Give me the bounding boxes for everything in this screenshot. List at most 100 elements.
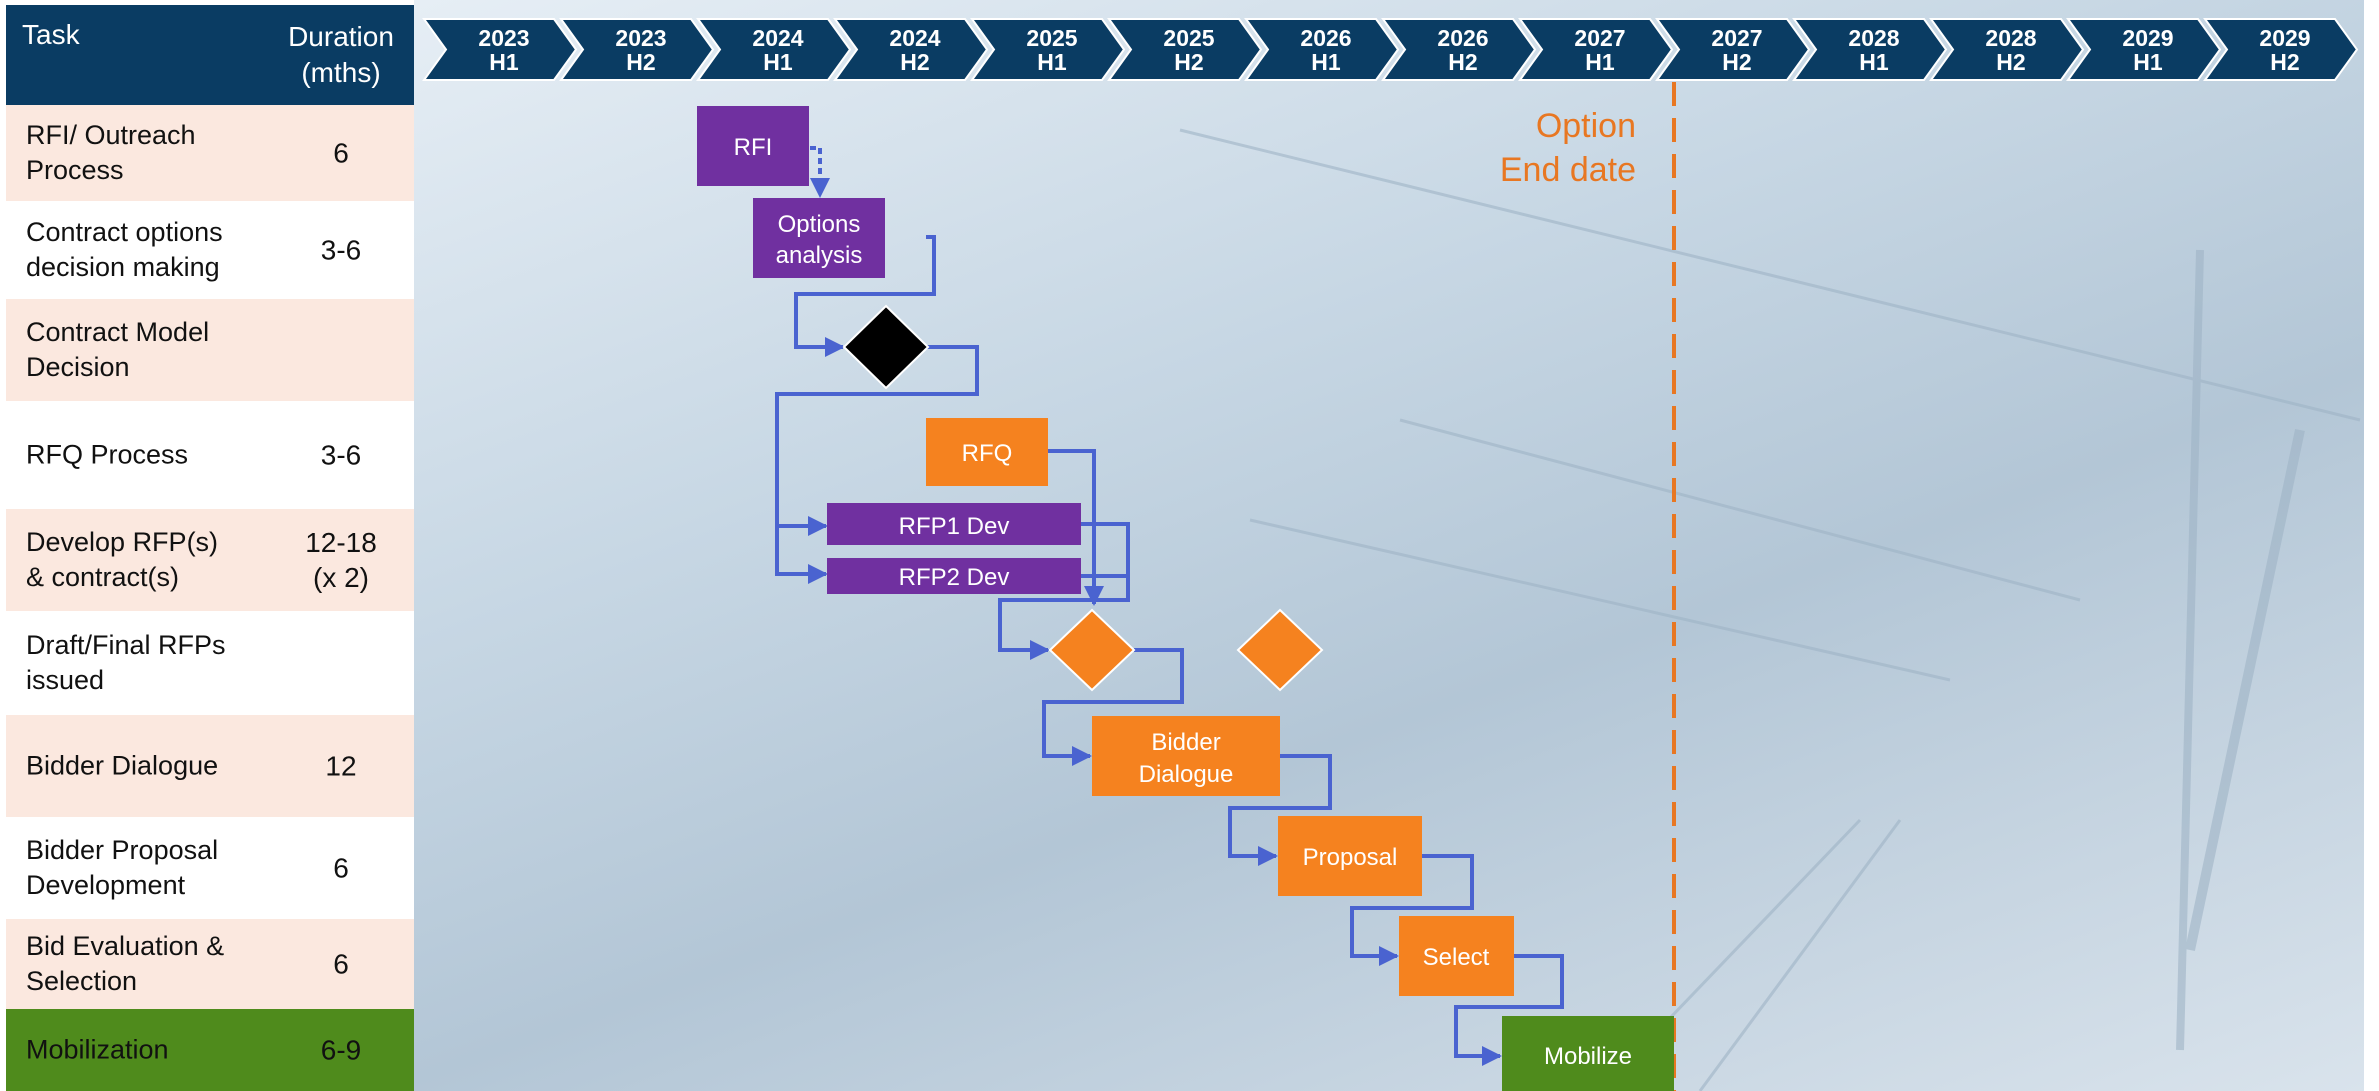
- timeline-chevron: [1518, 18, 1674, 81]
- option-end-label-line2: End date: [1500, 151, 1636, 189]
- timeline-year-label: 2024: [889, 25, 940, 51]
- timeline-chevron: [1107, 18, 1263, 81]
- rfp2-dev-box: RFP2 Dev: [827, 558, 1081, 594]
- table-header: Task Duration (mths): [6, 5, 414, 105]
- connector-rfq-rfp: [1048, 449, 1104, 606]
- timeline-half-label: H1: [1311, 49, 1341, 75]
- timeline-chevron: [1792, 18, 1948, 81]
- options-label-line2: analysis: [776, 242, 863, 269]
- duration-line: 6: [333, 948, 349, 980]
- task-line: Development: [26, 870, 186, 900]
- task-line: RFI/ Outreach: [26, 120, 196, 150]
- rfi-label: RFI: [734, 134, 773, 161]
- duration-value: 3-6: [276, 438, 406, 473]
- timeline-half-label: H2: [1448, 49, 1477, 75]
- timeline-half-label: H1: [2133, 49, 2163, 75]
- connectors: [775, 146, 1564, 1066]
- table-row: Bid Evaluation &Selection 6: [6, 919, 414, 1009]
- table-row: Develop RFP(s)& contract(s) 12-18(x 2): [6, 509, 414, 611]
- rfi-box: RFI: [697, 106, 809, 186]
- timeline-year-label: 2026: [1300, 25, 1351, 51]
- timeline-chevron: [2203, 18, 2359, 81]
- task-label: Bidder Dialogue: [26, 749, 266, 784]
- duration-line: (x 2): [313, 562, 369, 593]
- task-line: Bid Evaluation &: [26, 931, 225, 961]
- mobilize-label: Mobilize: [1544, 1043, 1632, 1070]
- connector-select-mobilize: [1454, 954, 1564, 1066]
- timeline-year-label: 2029: [2259, 25, 2310, 51]
- timeline-half-label: H1: [763, 49, 793, 75]
- task-line: Process: [26, 155, 124, 185]
- timeline-header: 2023H12023H22024H12024H22025H12025H22026…: [422, 18, 2359, 81]
- bidder-label-line1: Bidder: [1151, 729, 1220, 756]
- duration-line: 3-6: [320, 234, 362, 266]
- timeline-year-label: 2028: [1848, 25, 1899, 51]
- connector-options-decision: [794, 235, 936, 357]
- rfp1-dev-box: RFP1 Dev: [827, 503, 1081, 545]
- background-rail-lines: [1179, 128, 2361, 1091]
- task-line: & contract(s): [26, 562, 180, 592]
- milestone-diamond: [1236, 608, 1324, 692]
- options-label-line1: Options: [778, 211, 861, 238]
- duration-line: 6: [333, 852, 349, 884]
- task-label: Develop RFP(s)& contract(s): [26, 525, 266, 595]
- rfq-label: RFQ: [962, 440, 1013, 467]
- connector-rfi-options: [810, 146, 830, 198]
- task-label: Bid Evaluation &Selection: [26, 929, 266, 999]
- table-row: Mobilization 6-9: [6, 1009, 414, 1091]
- header-duration-line2: (mths): [301, 57, 381, 88]
- option-end-label-line1: Option: [1536, 107, 1636, 145]
- connector-bidder-proposal: [1228, 754, 1332, 866]
- timeline-half-label: H2: [1722, 49, 1751, 75]
- timeline-chevron: [422, 18, 578, 81]
- header-duration: Duration (mths): [276, 19, 406, 91]
- timeline-year-label: 2025: [1163, 25, 1214, 51]
- connector-issue-bidder: [1042, 648, 1184, 766]
- task-line: RFQ Process: [26, 439, 189, 470]
- contract-model-decision-diamond: [842, 304, 930, 390]
- duration-line: 6-9: [320, 1034, 362, 1066]
- duration-value: 6: [276, 136, 406, 171]
- connector-rfp1-issue: [998, 522, 1130, 660]
- duration-value: 12: [276, 749, 406, 784]
- timeline-chevron: [2066, 18, 2222, 81]
- timeline-half-label: H1: [1585, 49, 1615, 75]
- bidder-label-line2: Dialogue: [1139, 761, 1234, 788]
- timeline-half-label: H2: [900, 49, 929, 75]
- connector-proposal-select: [1350, 854, 1474, 966]
- duration-value: 6: [276, 851, 406, 886]
- select-label: Select: [1423, 944, 1490, 971]
- timeline-chevron: [1381, 18, 1537, 81]
- timeline-year-label: 2029: [2122, 25, 2173, 51]
- table-row: RFQ Process 3-6: [6, 401, 414, 509]
- task-line: Bidder Proposal: [26, 835, 219, 865]
- rfp2-label: RFP2 Dev: [899, 564, 1010, 591]
- header-task: Task: [22, 19, 80, 50]
- task-line: issued: [26, 665, 105, 695]
- timeline-chevron: [559, 18, 715, 81]
- timeline-year-label: 2026: [1437, 25, 1488, 51]
- bidder-dialogue-box: Bidder Dialogue: [1092, 716, 1280, 796]
- timeline-half-label: H2: [1174, 49, 1203, 75]
- timeline-year-label: 2023: [615, 25, 666, 51]
- connector-decision-rfp1: [775, 345, 979, 536]
- duration-value: 6-9: [276, 1033, 406, 1068]
- connector-decision-rfp2: [775, 526, 828, 584]
- connector-rfp2-issue: [1081, 574, 1130, 600]
- timeline-chevron: [1655, 18, 1811, 81]
- timeline-half-label: H1: [1859, 49, 1889, 75]
